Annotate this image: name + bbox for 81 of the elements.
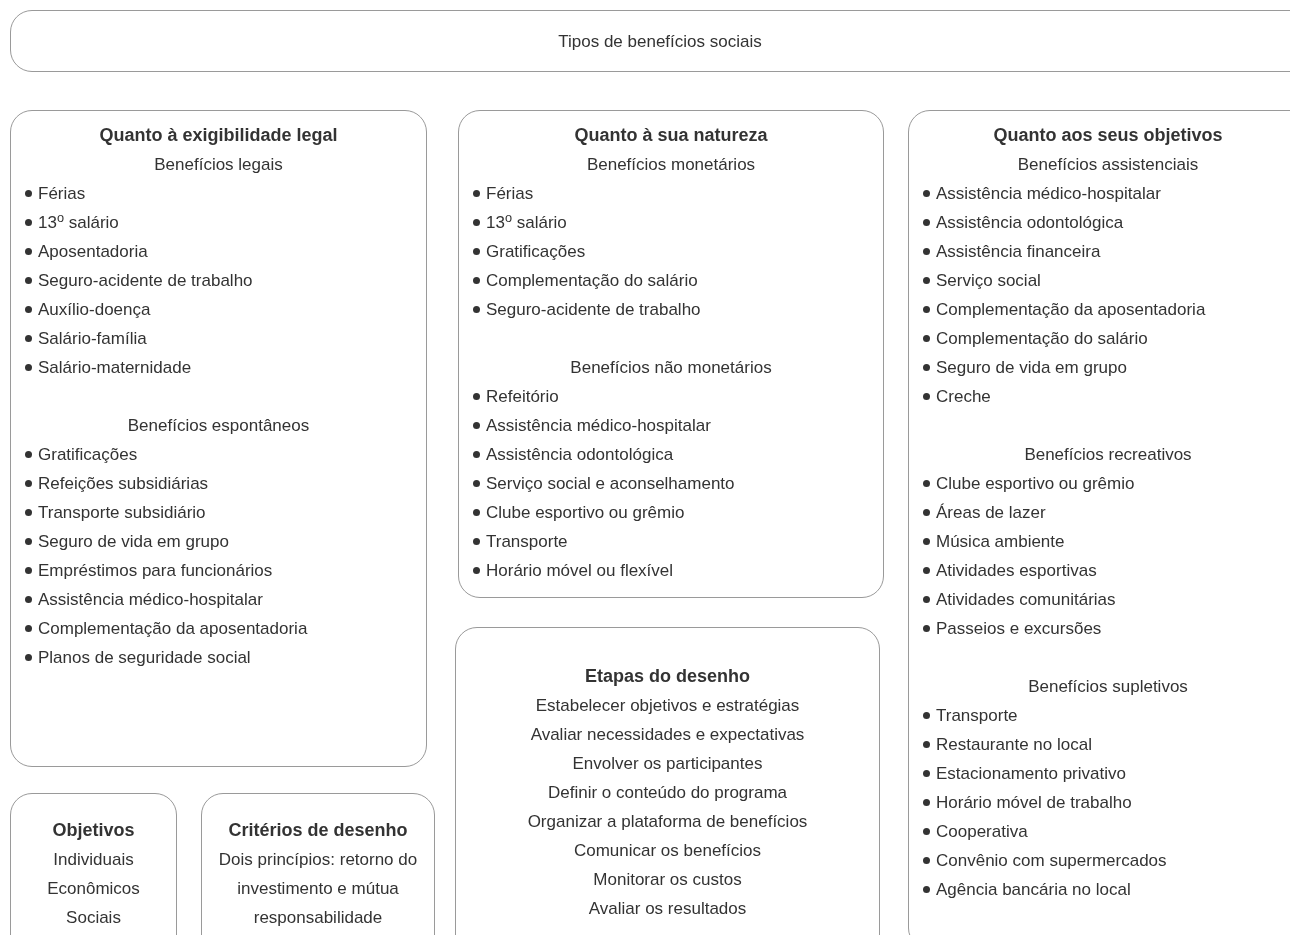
list-item: Assistência financeira bbox=[936, 241, 1101, 263]
list-item: Seguro de vida em grupo bbox=[38, 531, 229, 553]
list-item: Assistência odontológica bbox=[936, 212, 1124, 234]
box-heading: Quanto à exigibilidade legal bbox=[98, 124, 339, 147]
box-heading: Quanto aos seus objetivos bbox=[992, 124, 1224, 147]
list-item: Gratificações bbox=[38, 444, 138, 466]
list-item: Convênio com supermercados bbox=[936, 850, 1167, 872]
list-item: Gratificações bbox=[486, 241, 586, 263]
list-item: Seguro-acidente de trabalho bbox=[38, 270, 253, 292]
box-heading: Objetivos bbox=[51, 819, 136, 842]
list-item: Serviço social bbox=[936, 270, 1041, 292]
list-item: Assistência médico-hospitalar bbox=[38, 589, 263, 611]
list-item: Clube esportivo ou grêmio bbox=[486, 502, 685, 524]
list-item: Aposentadoria bbox=[38, 241, 148, 263]
list-item: Férias bbox=[486, 183, 534, 205]
list-item: Salário-família bbox=[38, 328, 147, 350]
box-text: Econômicos bbox=[46, 878, 141, 900]
list-item: Seguro-acidente de trabalho bbox=[486, 299, 701, 321]
list-item: Assistência médico-hospitalar bbox=[936, 183, 1161, 205]
list-item: Empréstimos para funcionários bbox=[38, 560, 273, 582]
box-text: Dois princípios: retorno do investimento e mútua responsabilidade bbox=[217, 849, 419, 929]
list-item: Clube esportivo ou grêmio bbox=[936, 473, 1135, 495]
list-item: Estacionamento privativo bbox=[936, 763, 1126, 785]
group-heading: Benefícios não monetários bbox=[569, 357, 773, 379]
box-text: Comunicar os benefícios bbox=[572, 840, 763, 862]
list-item: Assistência médico-hospitalar bbox=[486, 415, 711, 437]
list-item: Férias bbox=[38, 183, 86, 205]
list-item: Auxílio-doença bbox=[38, 299, 151, 321]
list-item: Passeios e excursões bbox=[936, 618, 1102, 640]
list-item: Complementação do salário bbox=[936, 328, 1148, 350]
list-item: Complementação da aposentadoria bbox=[936, 299, 1206, 321]
group-heading: Benefícios assistenciais bbox=[1016, 154, 1200, 176]
list-item: Áreas de lazer bbox=[936, 502, 1046, 524]
category-box bbox=[908, 110, 1290, 935]
list-item: 13$^{o}$ salário bbox=[38, 208, 119, 234]
list-item: Creche bbox=[936, 386, 991, 408]
list-item: Refeitório bbox=[486, 386, 559, 408]
category-box bbox=[10, 10, 1290, 72]
list-item: Refeições subsidiárias bbox=[38, 473, 209, 495]
list-item: Cooperativa bbox=[936, 821, 1028, 843]
category-box bbox=[455, 627, 880, 935]
group-heading: Benefícios espontâneos bbox=[126, 415, 311, 437]
group-heading: Benefícios supletivos bbox=[1027, 676, 1189, 698]
box-heading: Quanto à sua natureza bbox=[573, 124, 769, 147]
group-heading: Benefícios recreativos bbox=[1023, 444, 1193, 466]
group-heading: Benefícios legais bbox=[153, 154, 284, 176]
list-item: Horário móvel de trabalho bbox=[936, 792, 1132, 814]
list-item: Seguro de vida em grupo bbox=[936, 357, 1127, 379]
box-text: Organizar a plataforma de benefícios bbox=[526, 811, 809, 833]
list-item: Complementação do salário bbox=[486, 270, 698, 292]
list-item: Atividades comunitárias bbox=[936, 589, 1116, 611]
list-item: Serviço social e aconselhamento bbox=[486, 473, 735, 495]
group-heading: Benefícios monetários bbox=[585, 154, 757, 176]
list-item: Transporte subsidiário bbox=[38, 502, 206, 524]
box-heading: Etapas do desenho bbox=[583, 665, 751, 688]
box-text: Avaliar necessidades e expectativas bbox=[529, 724, 806, 746]
list-item: Assistência odontológica bbox=[486, 444, 674, 466]
list-item: Música ambiente bbox=[936, 531, 1065, 553]
category-box bbox=[10, 793, 177, 935]
box-text: Envolver os participantes bbox=[571, 753, 764, 775]
box-heading: Critérios de desenho bbox=[227, 819, 409, 842]
list-item: 13$^{o}$ salário bbox=[486, 208, 567, 234]
box-text: Individuais bbox=[52, 849, 135, 871]
list-item: Atividades esportivas bbox=[936, 560, 1097, 582]
band-label: Tipos de benefícios sociais bbox=[558, 30, 762, 53]
list-item: Planos de seguridade social bbox=[38, 647, 251, 669]
list-item: Transporte bbox=[486, 531, 568, 553]
box-text: Estabelecer objetivos e estratégias bbox=[534, 695, 801, 717]
box-text: Sociais bbox=[65, 907, 122, 929]
list-item: Salário-maternidade bbox=[38, 357, 192, 379]
list-item: Horário móvel ou flexível bbox=[486, 560, 674, 582]
list-item: Agência bancária no local bbox=[936, 879, 1131, 901]
category-box bbox=[10, 110, 427, 767]
category-box bbox=[458, 110, 884, 598]
list-item: Complementação da aposentadoria bbox=[38, 618, 308, 640]
list-item: Restaurante no local bbox=[936, 734, 1092, 756]
list-item: Transporte bbox=[936, 705, 1018, 727]
box-text: Avaliar os resultados bbox=[587, 898, 748, 920]
category-box bbox=[201, 793, 435, 935]
box-text: Monitorar os custos bbox=[592, 869, 743, 891]
box-text: Definir o conteúdo do programa bbox=[546, 782, 789, 804]
